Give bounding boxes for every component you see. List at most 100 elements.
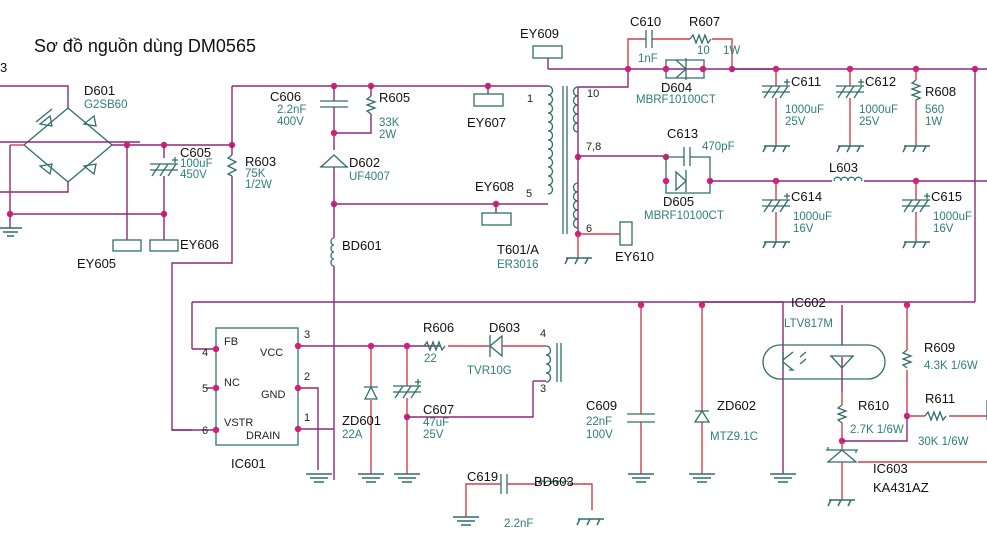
r603-value: 75K: [245, 168, 266, 180]
d601-ref: D601: [84, 83, 115, 98]
r608-ref: R608: [925, 84, 956, 99]
zener-zd601: [363, 385, 379, 400]
c614-value: 1000uF: [793, 211, 832, 223]
capacitor-c607: [393, 379, 421, 399]
zd601-ref: ZD601: [342, 413, 381, 428]
ground-icon: [358, 473, 384, 483]
resistor-r607: [689, 33, 712, 45]
c607-ref: C607: [423, 402, 454, 417]
ground-icon: [902, 145, 930, 153]
inductor-l603: [833, 176, 863, 182]
c605-value: 100uF: [180, 158, 213, 170]
d602-value: UF4007: [349, 171, 390, 183]
r609-value: 4.3K 1/6W: [924, 360, 978, 372]
c612-ref: C612: [865, 74, 896, 89]
resistor-r603: [226, 154, 238, 177]
r611-value: 30K 1/6W: [918, 436, 969, 448]
c611-value: 1000uF: [785, 104, 824, 116]
ey607-ref: EY607: [467, 115, 506, 130]
d603-ref: D603: [489, 320, 520, 335]
resistor-r608: [910, 79, 922, 101]
ic601-pin4: 4: [202, 347, 208, 359]
capacitor-c619: [500, 474, 508, 494]
aux-winding: [545, 343, 562, 383]
c606-value: 2.2nF: [277, 104, 306, 116]
ground-icon: [453, 516, 479, 526]
ey609-ref: EY609: [520, 26, 559, 41]
aux-pin4: 4: [540, 328, 546, 340]
c612-value: 1000uF: [859, 104, 898, 116]
ey606-ref: EY606: [180, 237, 219, 252]
c605-rating: 450V: [180, 169, 207, 181]
ey605-ref: EY605: [77, 256, 116, 271]
ground-icon: [576, 518, 604, 526]
d601-value: G2SB60: [84, 99, 127, 111]
bd603-ref: BD603: [534, 474, 574, 489]
r608-value: 560: [925, 104, 944, 116]
c606-ref: C606: [270, 89, 301, 104]
r608-rating: 1W: [925, 116, 942, 128]
c613-ref: C613: [667, 126, 698, 141]
resistor-r611: [924, 410, 947, 422]
r610-ref: R610: [858, 398, 889, 413]
c607-rating: 25V: [423, 429, 444, 441]
t601-pin6: 6: [586, 223, 592, 235]
r607-value: 10: [697, 45, 710, 57]
c609-value: 22nF: [586, 416, 612, 428]
ic601-pin6: 6: [202, 425, 208, 437]
ground-icon: [762, 145, 790, 153]
r609-ref: R609: [924, 340, 955, 355]
capacitor-c615: [902, 193, 930, 213]
c615-ref: C615: [931, 189, 962, 204]
r607-ref: R607: [689, 14, 720, 29]
ground-icon: [689, 473, 715, 483]
c619-ref: C619: [467, 469, 498, 484]
inductor-bd601: [330, 237, 335, 267]
ic601-vcc-label: VCC: [260, 347, 283, 359]
capacitor-c610: [645, 30, 653, 48]
ic601-pin1: 1: [304, 412, 310, 424]
zener-zd602: [693, 409, 711, 423]
zd602-value: MTZ9.1C: [710, 431, 758, 443]
capacitor-c609: [627, 413, 655, 423]
ey609-pad: [532, 45, 563, 59]
ground-icon: [836, 145, 864, 153]
d602-ref: D602: [349, 155, 380, 170]
d605-ref: D605: [663, 194, 694, 209]
l603-ref: L603: [829, 160, 858, 175]
bridge-rectifier-d601: [0, 85, 114, 214]
c614-ref: C614: [791, 189, 822, 204]
c609-rating: 100V: [586, 429, 613, 441]
c610-value: 1nF: [638, 53, 658, 65]
r610-value: 2.7K 1/6W: [850, 424, 904, 436]
ground-icon: [770, 473, 796, 483]
ey608-pad: [481, 212, 512, 226]
c614-rating: 16V: [793, 223, 814, 235]
c619-value: 2.2nF: [504, 518, 533, 530]
ey606-pad: [149, 239, 179, 252]
ground-icon: [762, 241, 790, 249]
t601-pin78: 7,8: [586, 141, 601, 153]
r611-ref: R611: [925, 391, 955, 406]
ground-icon: [628, 473, 654, 483]
resistor-r610: [836, 404, 848, 424]
zd601-value: 22A: [342, 429, 363, 441]
c606-rating: 400V: [277, 116, 304, 128]
ic602-value: LTV817M: [784, 318, 833, 330]
ic601-fb-label: FB: [224, 336, 238, 348]
r603-ref: R603: [245, 154, 276, 169]
transformer-t601: [547, 85, 579, 234]
ic601-pin5: 5: [202, 383, 208, 395]
d604-value: MBRF10100CT: [636, 94, 716, 106]
capacitor-c612: [836, 79, 864, 99]
c611-rating: 25V: [785, 116, 806, 128]
ey607-pad: [473, 93, 504, 107]
ic601-drain-label: DRAIN: [246, 430, 280, 442]
ground-icon: [564, 257, 592, 265]
diode-d603: [488, 334, 503, 358]
inductor-bd603: [538, 480, 570, 485]
capacitor-c606: [320, 100, 348, 108]
corner-mark: 3: [0, 60, 7, 75]
capacitor-c614: [762, 193, 790, 213]
